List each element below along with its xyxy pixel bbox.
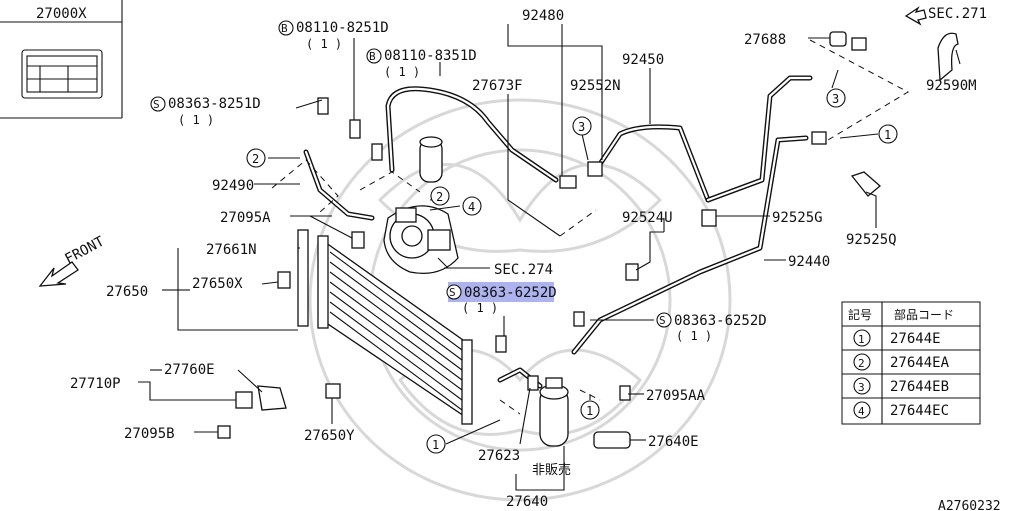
part-27650[interactable]: 27650 bbox=[106, 284, 148, 300]
part-92525q[interactable]: 92525Q bbox=[846, 232, 897, 248]
watermark-emblem bbox=[308, 98, 732, 502]
part-27760e[interactable]: 27760E bbox=[164, 362, 215, 378]
dashed-guides bbox=[271, 39, 910, 415]
part-92490[interactable]: 92490 bbox=[212, 178, 254, 194]
bolt-marker-icon: B bbox=[369, 50, 376, 63]
legend-code[interactable]: 27644EC bbox=[890, 403, 949, 419]
svg-text:4: 4 bbox=[468, 200, 475, 214]
legend-code[interactable]: 27644EA bbox=[890, 355, 950, 371]
part-08363-6252d-selected[interactable]: 08363-6252D bbox=[464, 285, 557, 301]
callout-1[interactable]: 1 bbox=[580, 400, 600, 420]
qty-08363-6252d: ( 1 ) bbox=[676, 329, 712, 343]
screw-marker-icon: S bbox=[449, 286, 456, 299]
legend-code[interactable]: 27644EB bbox=[890, 379, 949, 395]
part-27623[interactable]: 27623 bbox=[478, 448, 520, 464]
leader-lines bbox=[138, 24, 961, 491]
part-27640e[interactable]: 27640E bbox=[648, 434, 699, 450]
muffler bbox=[419, 136, 443, 183]
part-08363-8251d[interactable]: 08363-8251D bbox=[168, 96, 261, 112]
part-27650x[interactable]: 27650X bbox=[192, 276, 243, 292]
screw-marker-icon: S bbox=[659, 314, 666, 327]
legend-symbol: 2 bbox=[858, 357, 865, 370]
bolt-marker-icon: B bbox=[281, 22, 288, 35]
sec-271-label: SEC.271 bbox=[928, 6, 987, 22]
part-92524u[interactable]: 92524U bbox=[622, 210, 673, 226]
legend-header-code: 部品コード bbox=[894, 307, 954, 322]
callout-1[interactable]: 1 bbox=[426, 434, 446, 454]
condenser bbox=[297, 229, 473, 425]
part-27673f[interactable]: 27673F bbox=[472, 78, 523, 94]
part-08363-6252d[interactable]: 08363-6252D bbox=[674, 313, 767, 329]
callout-2[interactable]: 2 bbox=[430, 186, 450, 206]
qty-08363-6252d-selected: ( 1 ) bbox=[462, 301, 498, 315]
part-27661n[interactable]: 27661N bbox=[206, 242, 257, 258]
compressor bbox=[383, 205, 459, 275]
part-27650y[interactable]: 27650Y bbox=[304, 428, 355, 444]
part-27640[interactable]: 27640 bbox=[506, 494, 548, 510]
part-27000x: 27000X bbox=[36, 6, 87, 22]
part-27095aa[interactable]: 27095AA bbox=[646, 388, 706, 404]
sec-274-label[interactable]: SEC.274 bbox=[494, 262, 553, 278]
part-92590m[interactable]: 92590M bbox=[926, 78, 977, 94]
part-92440[interactable]: 92440 bbox=[788, 254, 830, 270]
callout-4[interactable]: 4 bbox=[462, 196, 482, 216]
part-27688[interactable]: 27688 bbox=[744, 32, 786, 48]
legend-symbol: 3 bbox=[858, 381, 865, 394]
legend-symbol: 1 bbox=[858, 333, 865, 346]
callout-3[interactable]: 3 bbox=[572, 116, 592, 136]
part-08110-8251d[interactable]: 08110-8251D bbox=[296, 20, 389, 36]
svg-text:1: 1 bbox=[884, 128, 891, 142]
svg-text:2: 2 bbox=[252, 152, 259, 166]
part-27710p[interactable]: 27710P bbox=[70, 376, 121, 392]
part-92450[interactable]: 92450 bbox=[622, 52, 664, 68]
qty-08110-8251d: ( 1 ) bbox=[306, 37, 342, 51]
qty-08363-8251d: ( 1 ) bbox=[178, 113, 214, 127]
part-labels: 92480 SEC.271 27688 B 08110-8251D ( 1 ) … bbox=[70, 6, 1001, 511]
front-arrow: FRONT bbox=[38, 233, 108, 287]
arrow-icon bbox=[904, 6, 927, 26]
legend-code[interactable]: 27644E bbox=[890, 331, 941, 347]
callouts: 2 2 4 3 3 1 1 1 bbox=[246, 88, 898, 454]
part-08110-8351d[interactable]: 08110-8351D bbox=[384, 48, 477, 64]
label-27000x-box: 27000X bbox=[0, 0, 123, 119]
qty-08110-8351d: ( 1 ) bbox=[384, 65, 420, 79]
part-92552n[interactable]: 92552N bbox=[570, 78, 621, 94]
part-27095a[interactable]: 27095A bbox=[220, 210, 271, 226]
part-27095b[interactable]: 27095B bbox=[124, 426, 175, 442]
callout-2[interactable]: 2 bbox=[246, 148, 266, 168]
svg-text:3: 3 bbox=[832, 92, 839, 106]
fittings bbox=[217, 31, 959, 449]
callout-3[interactable]: 3 bbox=[826, 88, 846, 108]
svg-text:1: 1 bbox=[432, 438, 439, 452]
legend-table: 記号 部品コード 1 27644E 2 27644EA 3 27644EB 4 … bbox=[841, 301, 981, 425]
diagram-code: A2760232 bbox=[938, 499, 1001, 511]
svg-text:3: 3 bbox=[578, 120, 585, 134]
receiver-drier bbox=[539, 377, 569, 447]
svg-text:2: 2 bbox=[436, 190, 443, 204]
selected-part-highlight bbox=[448, 282, 554, 302]
svg-text:1: 1 bbox=[586, 404, 593, 418]
legend-header-symbol: 記号 bbox=[848, 307, 872, 322]
screw-marker-icon: S bbox=[153, 98, 160, 111]
callout-1[interactable]: 1 bbox=[878, 124, 898, 144]
sec271-link[interactable]: SEC.271 bbox=[904, 6, 987, 26]
front-label: FRONT bbox=[62, 233, 107, 267]
part-92480[interactable]: 92480 bbox=[522, 8, 564, 24]
not-for-sale-label: 非販売 bbox=[532, 462, 571, 478]
part-92525g[interactable]: 92525G bbox=[772, 210, 823, 226]
legend-symbol: 4 bbox=[858, 405, 865, 418]
